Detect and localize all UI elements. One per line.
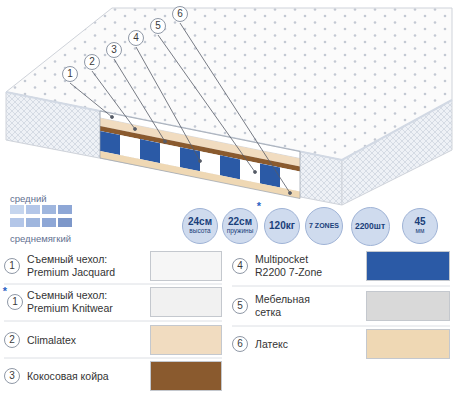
legend-separators xyxy=(4,284,450,358)
badge-caption: мм xyxy=(416,228,425,235)
legend-text: Съемный чехол: Premium Jacquard xyxy=(27,253,145,278)
legend-swatch xyxy=(366,251,450,281)
callout-number: 2 xyxy=(84,54,100,70)
feature-badge: 120кг xyxy=(264,208,300,244)
legend-swatch xyxy=(150,325,222,355)
badge-caption: пружины xyxy=(227,228,254,235)
firmness-scale xyxy=(10,205,72,227)
badge-value: 2200шт xyxy=(355,222,385,231)
spring-block xyxy=(220,155,240,179)
spring-block xyxy=(100,131,120,155)
badge-value: 22см xyxy=(228,217,252,228)
callout-number: 6 xyxy=(172,6,188,22)
legend-number: 1 xyxy=(4,258,20,274)
legend-text: Multipocket R2200 7-Zone xyxy=(255,253,339,278)
legend-text: Climalatex xyxy=(27,334,145,347)
layer-latex xyxy=(100,151,300,199)
callout-number: 5 xyxy=(150,18,166,34)
legend-text: Съемный чехол: Premium Knitwear xyxy=(27,289,145,314)
feature-badge: 22смпружины xyxy=(222,208,258,244)
legend-number: 1 xyxy=(7,294,23,310)
feature-badge: 2200шт xyxy=(351,207,390,246)
spring-block xyxy=(140,139,160,163)
badge-value: 120кг xyxy=(269,221,295,232)
firmness-label: средний xyxy=(10,193,47,204)
spring-block xyxy=(180,147,200,171)
feature-badge: 45мм xyxy=(402,208,438,244)
footnote-mark: * xyxy=(257,200,261,212)
legend-swatch xyxy=(150,287,222,317)
firmness-label: среднемягкий xyxy=(10,233,71,244)
feature-badge: 24смвысота xyxy=(182,208,218,244)
legend-swatch xyxy=(150,251,222,281)
cut-outline xyxy=(100,111,300,199)
callout-number: 1 xyxy=(62,66,78,82)
legend-number: 6 xyxy=(232,336,248,352)
feature-badge: 7 ZONES xyxy=(305,207,343,245)
legend-swatch xyxy=(366,291,450,321)
footnote-mark: * xyxy=(3,285,7,297)
legend-text: Мебельная сетка xyxy=(255,293,339,318)
mattress-front xyxy=(6,92,342,205)
legend-number: 4 xyxy=(232,258,248,274)
badge-value: 45 xyxy=(414,217,425,228)
legend-swatch xyxy=(366,329,450,359)
legend-number: 5 xyxy=(232,298,248,314)
callout-number: 3 xyxy=(106,42,122,58)
badge-value: 24см xyxy=(188,217,212,228)
badge-value: 7 ZONES xyxy=(309,222,339,229)
badge-caption: высота xyxy=(189,228,210,235)
callout-number: 4 xyxy=(128,30,144,46)
spring-block xyxy=(260,163,280,187)
leader-lines xyxy=(70,23,292,195)
legend-swatch xyxy=(150,361,222,391)
mattress-side xyxy=(342,100,452,205)
legend-number: 3 xyxy=(4,368,20,384)
legend-text: Латекс xyxy=(255,338,339,351)
legend-text: Кокосовая койра xyxy=(27,370,145,383)
legend-number: 2 xyxy=(4,332,20,348)
